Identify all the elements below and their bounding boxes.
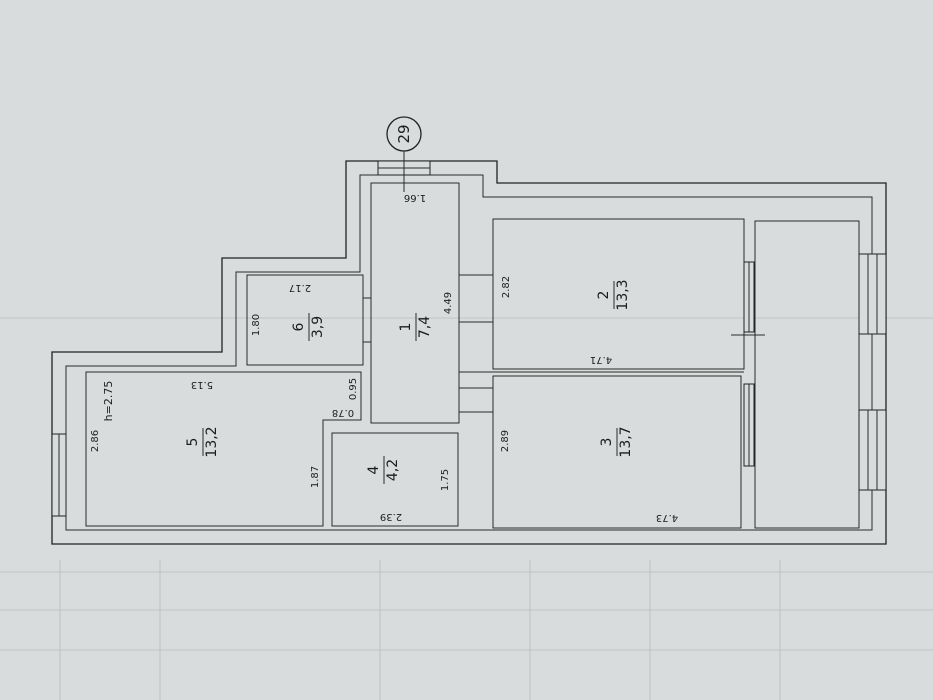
room-6-outline	[246, 274, 364, 366]
loggia-outline	[754, 220, 860, 529]
apartment-number-marker: 29	[386, 116, 422, 192]
room-4-number: 4	[366, 465, 382, 474]
background-form-grid	[0, 317, 933, 700]
room-5-outline	[85, 371, 362, 527]
room-2-label: 2 13,3	[596, 279, 631, 310]
room-5-width: 5.13	[191, 379, 213, 390]
apartment-number: 29	[395, 124, 413, 143]
room-3-outline	[492, 375, 742, 529]
room-1-number: 1	[398, 323, 414, 332]
room-4-length: 1.75	[440, 469, 451, 491]
room-4-outline	[331, 432, 459, 527]
room-3-width: 2.89	[500, 430, 511, 452]
room-3-area: 13,7	[618, 426, 634, 457]
door-openings	[363, 274, 765, 413]
passage-width-dimension: 0.78	[332, 407, 354, 418]
room-2-number: 2	[596, 291, 612, 300]
room-4-width: 2.39	[380, 511, 402, 522]
room-1-area: 7,4	[417, 316, 433, 338]
room-6-label: 6 3,9	[291, 313, 326, 341]
room-5-area: 13,2	[204, 426, 220, 457]
room-5-label: 5 13,2	[185, 426, 220, 457]
ceiling-height: h=2.75	[102, 381, 115, 422]
room-6-depth: 1.80	[251, 314, 262, 336]
room-3-label: 3 13,7	[599, 426, 634, 457]
corridor-width-dimension: 0.95	[348, 378, 359, 400]
room-2-width: 2.82	[501, 276, 512, 298]
room-3-number: 3	[599, 438, 615, 447]
room-4-label: 4 4,2	[366, 456, 401, 484]
room-2-area: 13,3	[615, 279, 631, 310]
inner-wall-outline	[65, 174, 873, 531]
room-2-length: 4.71	[590, 354, 612, 365]
room-3-length: 4.73	[656, 512, 678, 523]
outer-wall	[51, 160, 887, 545]
room-1-label: 1 7,4	[398, 313, 433, 341]
room-6-area: 3,9	[310, 316, 326, 338]
room-1-width: 1.66	[404, 192, 426, 203]
room-5-inner-depth: 1.87	[310, 466, 321, 488]
room-1-outline	[370, 182, 460, 424]
windows	[51, 160, 887, 517]
room-5-number: 5	[185, 438, 201, 447]
room-1-length: 4.49	[443, 292, 454, 314]
room-6-number: 6	[291, 322, 307, 331]
room-5-depth: 2.86	[90, 430, 101, 452]
room-6-width: 2.17	[289, 282, 311, 293]
room-4-area: 4,2	[385, 459, 401, 481]
